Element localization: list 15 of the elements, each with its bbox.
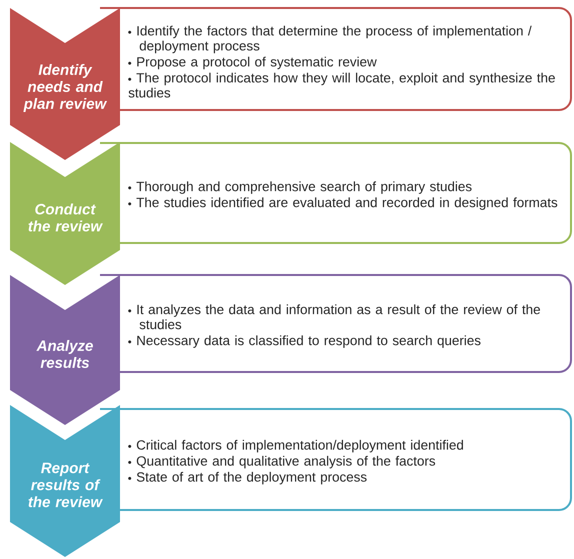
bullet-item: Identify the factors that determine the process of implementation / deployment process — [128, 26, 532, 54]
bullet-item: Necessary data is classified to respond to search queries — [128, 335, 480, 348]
bullet-item: Thorough and comprehensive search of primary studies — [128, 181, 472, 194]
bullet-item: It analyzes the data and information as a result of the review of the studies — [128, 304, 540, 330]
step-banner: Identify needs and plan review — [10, 8, 120, 160]
step-banner: Conduct the review — [10, 142, 120, 285]
text-box — [100, 274, 572, 373]
step-banner: Analyze results — [10, 275, 120, 425]
bullet-item: State of art of the deployment process — [128, 472, 367, 484]
step-banner: Report results of the review — [10, 404, 120, 557]
bullet-item: Propose a protocol of systematic review — [128, 56, 377, 70]
bullet-item: The studies identified are evaluated and recorded in designed formats — [128, 197, 558, 210]
bullet-item: The protocol indicates how they will locate, exploit and synthesize the studies — [128, 72, 555, 98]
bullet-item: Quantitative and qualitative analysis of the factors — [128, 456, 436, 468]
bullet-item: Critical factors of implementation/deployment identified — [128, 440, 463, 452]
